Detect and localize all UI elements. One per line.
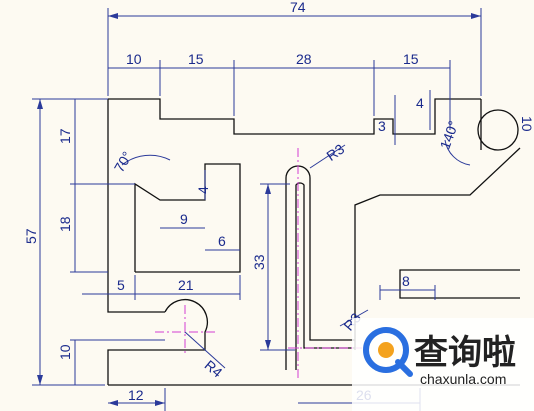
radius-r3-top: R3 xyxy=(323,140,347,163)
right-diagonal xyxy=(354,147,521,350)
dim-top-28: 28 xyxy=(296,51,312,67)
dim-9: 9 xyxy=(180,211,188,227)
watermark: 查询啦 chaxunla.com xyxy=(352,318,534,411)
middle-slot-outer xyxy=(295,182,355,370)
right-lower-step xyxy=(399,269,520,299)
angle-70: 70° xyxy=(111,149,135,175)
dim-height-10: 10 xyxy=(57,344,73,360)
dim-74: 74 xyxy=(290,0,306,15)
right-hole xyxy=(477,109,519,151)
dim-5: 5 xyxy=(117,277,125,293)
dim-total-57: 57 xyxy=(23,228,39,244)
dim-8: 8 xyxy=(402,273,410,289)
radius-r4: R4 xyxy=(202,357,226,381)
angle-140: 140° xyxy=(437,119,462,152)
middle-slot xyxy=(285,165,355,370)
dim-height-33: 33 xyxy=(251,254,267,270)
r4-slot-arc xyxy=(107,299,208,385)
top-edge xyxy=(108,98,481,135)
dim-step-4: 4 xyxy=(416,95,424,111)
dim-right-10: 10 xyxy=(519,116,534,132)
dim-left-18: 18 xyxy=(57,216,73,232)
watermark-en: chaxunla.com xyxy=(420,371,506,387)
dim-4-inner: 4 xyxy=(195,186,211,194)
watermark-background xyxy=(352,318,534,411)
watermark-logo-icon xyxy=(363,327,413,377)
dim-6: 6 xyxy=(218,233,226,249)
dim-21: 21 xyxy=(178,277,194,293)
dim-top-15b: 15 xyxy=(403,51,419,67)
part-outline xyxy=(107,98,521,386)
dim-top-15a: 15 xyxy=(188,51,204,67)
dim-12: 12 xyxy=(128,387,144,403)
watermark-cn: 查询啦 xyxy=(414,333,516,373)
dim-top-10: 10 xyxy=(126,51,142,67)
left-notch xyxy=(107,272,165,313)
dim-left-17: 17 xyxy=(57,128,73,144)
dim-step-3: 3 xyxy=(378,118,386,134)
